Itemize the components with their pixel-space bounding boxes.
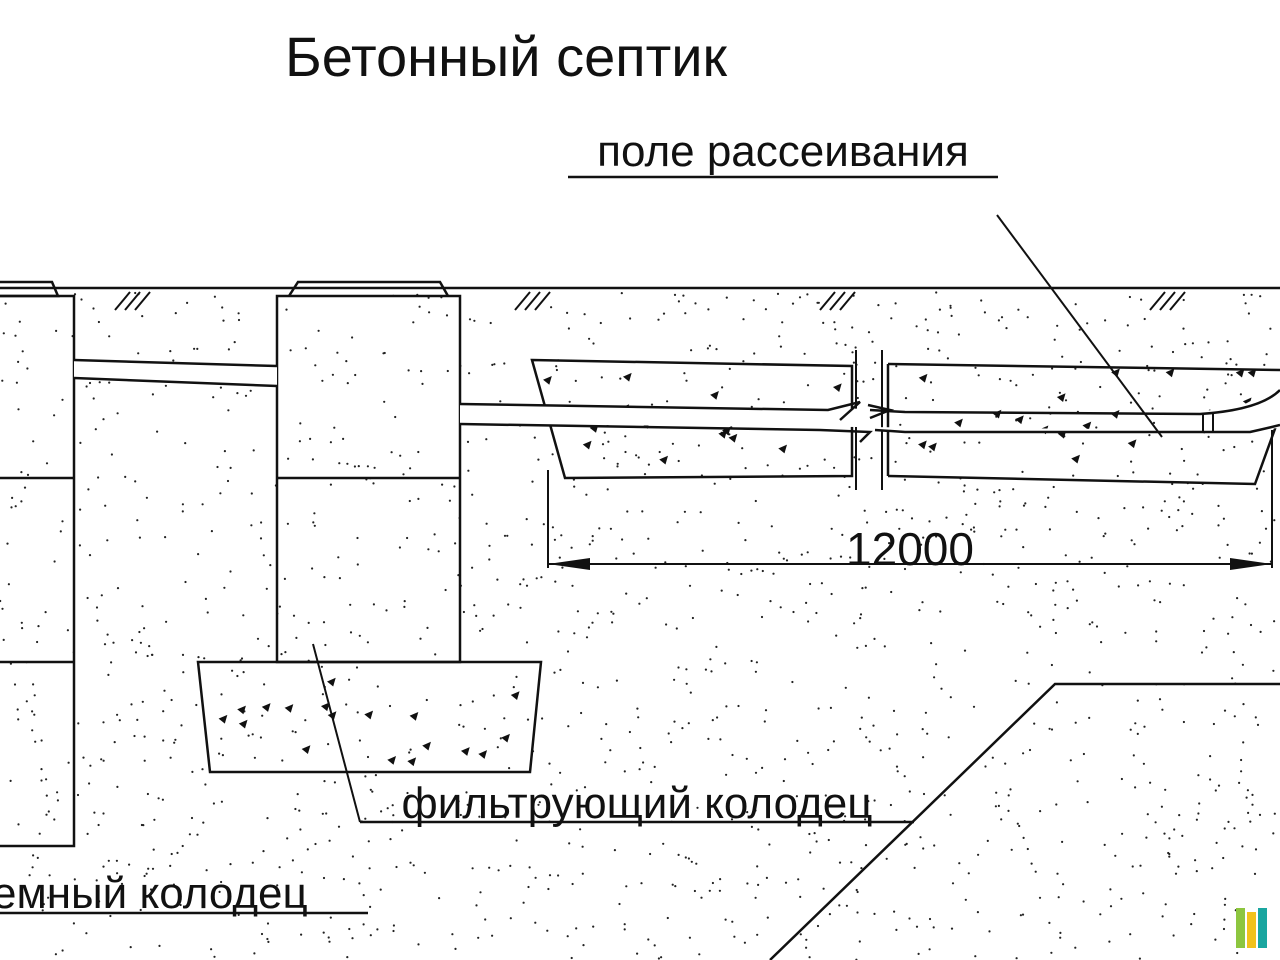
filter-well-label: фильтрующий колодец — [402, 779, 873, 828]
dispersal-field-leader — [996, 214, 1163, 438]
filter-well — [196, 280, 543, 774]
dimension-value: 12000 — [846, 523, 974, 575]
dimension-line — [547, 430, 1273, 570]
receiving-well — [0, 280, 76, 848]
connecting-pipe — [73, 358, 278, 388]
receiving-well-label: емный колодец — [0, 869, 308, 918]
watermark-logo — [1236, 908, 1267, 948]
dispersal-field-label: поле рассеивания — [597, 127, 969, 176]
fill-boundary — [769, 682, 1280, 960]
drain-pipe — [459, 385, 1280, 443]
filter-well-leader — [312, 643, 361, 823]
ground-hatch-marks — [114, 291, 1186, 311]
diagram-title: Бетонный септик — [285, 25, 728, 88]
soil-texture — [0, 291, 1280, 960]
